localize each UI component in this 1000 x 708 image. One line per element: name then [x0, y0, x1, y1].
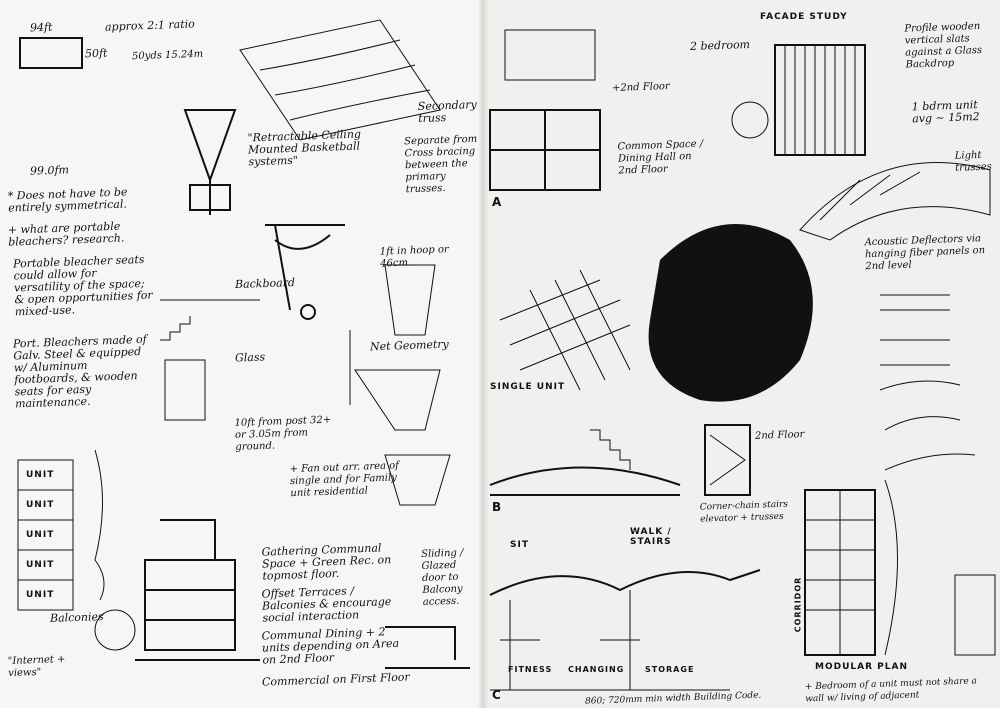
note-offset-terraces: Offset Terraces / Balconies & encourage …	[261, 584, 392, 625]
sit-label: SIT	[510, 540, 529, 550]
note-cross-bracing: Separate from Cross bracing between the …	[403, 133, 478, 196]
note-1-bdrm-unit: 1 bdrm unit avg ~ 15m2	[911, 98, 980, 126]
walk-stairs-label: WALK / STAIRS	[630, 527, 672, 547]
note-hoop-height: 10ft from post 32+ or 3.05m from ground.	[234, 414, 332, 453]
pattern-grid-sketch	[499, 269, 631, 391]
unit-label: UNIT	[26, 590, 55, 600]
section-label-c: C	[492, 688, 502, 702]
note-hoop-size: 1ft in hoop or 46cm.	[379, 244, 449, 270]
truss-detail-studies	[879, 294, 976, 471]
basketball-hoop-sketch-1	[183, 109, 237, 215]
organic-facade-pattern	[648, 224, 813, 402]
unit-label: UNIT	[26, 530, 55, 540]
note-yards: 50yds 15.24m	[131, 48, 204, 63]
section-a-sketch	[489, 29, 601, 191]
room-label-storage: STORAGE	[645, 665, 695, 674]
unit-stack-elevation	[17, 449, 105, 611]
note-sliding-door: Sliding / Glazed door to Balcony access.	[420, 547, 464, 608]
note-gathering-space: Gathering Communal Space + Green Rec. on…	[261, 541, 392, 583]
note-length: 99.0fm	[29, 163, 70, 178]
section-label-b: B	[492, 500, 503, 514]
facade-study-sketch	[731, 44, 866, 156]
note-communal-dining: Communal Dining + 2 units depending on A…	[261, 625, 400, 667]
note-light-trusses: Light trusses	[954, 149, 992, 174]
stair-core-sketch	[704, 424, 751, 496]
note-acoustic-deflectors: Acoustic Deflectors via hanging fiber pa…	[864, 233, 986, 273]
balcony-detail-sketch	[385, 626, 470, 669]
note-secondary-truss: Secondary truss	[417, 97, 477, 126]
note-backboard: Backboard	[234, 275, 296, 292]
room-label-fitness: FITNESS	[508, 665, 553, 674]
note-wooden-slats: Profile wooden vertical slats against a …	[904, 20, 983, 71]
note-internet-views: "Internet + views"	[7, 654, 66, 680]
note-balconies: Balconies	[49, 610, 104, 625]
section-b-sketch	[489, 429, 681, 496]
net-geometry-sketch	[349, 330, 451, 506]
section-label-a: A	[492, 195, 503, 209]
note-court-depth: 50ft	[84, 46, 108, 61]
room-label-changing: CHANGING	[568, 665, 625, 674]
note-bleacher-versatility: Portable bleacher seats could allow for …	[12, 252, 153, 319]
note-fan-out: + Fan out arr. area of single and for Fa…	[289, 460, 400, 500]
bleacher-section-sketch	[160, 299, 260, 421]
building-section-sketch	[135, 519, 260, 661]
note-2-bedroom: 2 bedroom	[689, 37, 751, 54]
arched-truss-sketch	[799, 162, 991, 241]
note-retractable-systems: "Retractable Ceiling Mounted Basketball …	[247, 127, 362, 169]
truss-roof-sketch	[239, 19, 441, 141]
book-gutter	[478, 0, 488, 708]
note-corner-stairs: Corner-chain stairs elevator + trusses	[699, 499, 789, 525]
unit-label: UNIT	[26, 500, 55, 510]
note-bleacher-materials: Port. Bleachers made of Galv. Steel & eq…	[12, 332, 147, 411]
basketball-hoop-sketch-2	[265, 224, 436, 336]
facade-study-title: FACADE STUDY	[760, 12, 848, 22]
unit-label: UNIT	[26, 560, 55, 570]
note-common-dining: Common Space / Dining Hall on 2nd Floor	[617, 138, 704, 177]
note-glass: Glass	[234, 350, 266, 365]
note-2nd-floor-stair: 2nd Floor	[754, 429, 805, 442]
tree-sketch	[94, 609, 136, 651]
modular-plan-label: MODULAR PLAN	[815, 662, 908, 672]
section-c-sketch	[489, 569, 761, 691]
note-court-width: 94ft	[29, 20, 53, 35]
court-plan-sketch	[19, 37, 83, 69]
single-unit-label: SINGLE UNIT	[490, 382, 566, 392]
unit-label: UNIT	[26, 470, 55, 480]
note-2nd-floor: +2nd Floor	[611, 80, 670, 95]
modular-plan-sketch	[804, 479, 996, 656]
room-label-corridor: CORRIDOR	[793, 576, 803, 633]
